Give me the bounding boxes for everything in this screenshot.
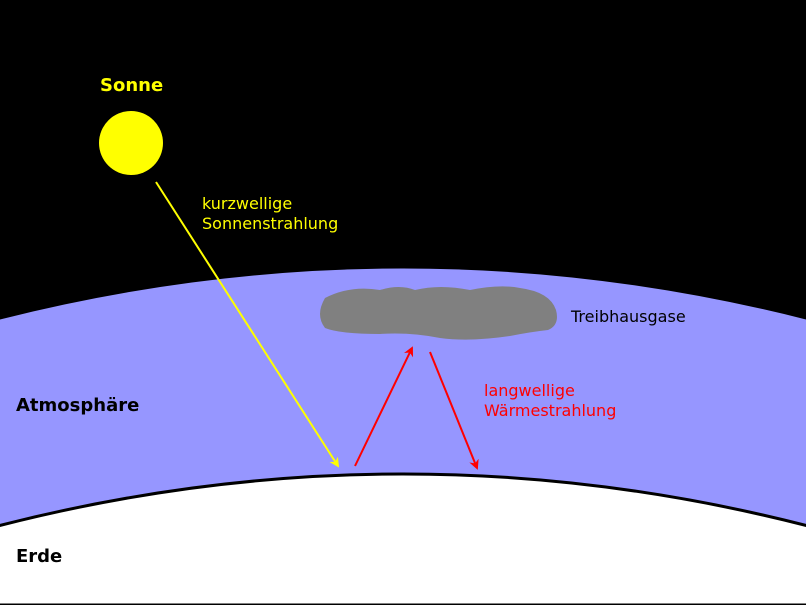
longwave-label-1: langwellige <box>484 381 575 400</box>
longwave-label-2: Wärmestrahlung <box>484 401 616 420</box>
earth-surface <box>0 472 806 605</box>
earth-label: Erde <box>16 546 62 567</box>
greenhouse-gas-cloud <box>320 286 557 340</box>
longwave-down-arrow <box>429 351 479 470</box>
shortwave-radiation-arrow <box>155 181 340 468</box>
sun-label: Sonne <box>100 75 163 96</box>
longwave-up-arrow <box>354 346 414 467</box>
shortwave-label-2: Sonnenstrahlung <box>202 214 338 233</box>
shortwave-label-1: kurzwellige <box>202 194 292 213</box>
sun-icon <box>99 111 163 175</box>
greenhouse-gas-label: Treibhausgase <box>570 307 686 326</box>
atmosphere-label: Atmosphäre <box>16 395 139 416</box>
